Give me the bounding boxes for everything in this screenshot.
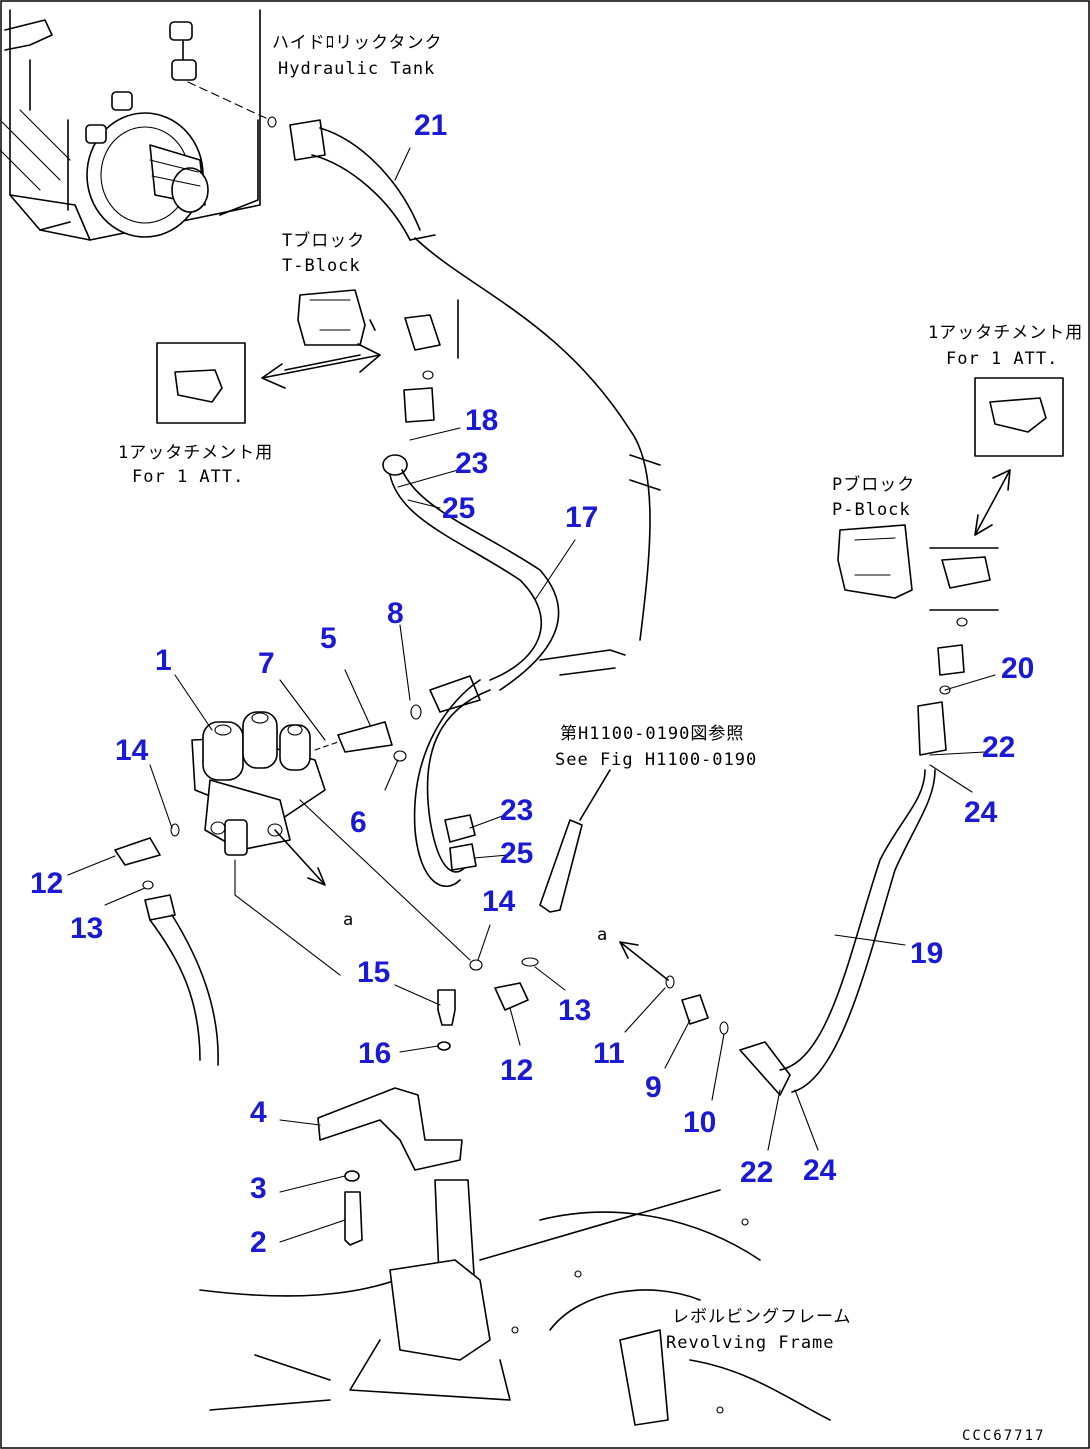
callout-13-mid: 13 — [558, 994, 591, 1027]
t-block-jp-label: Tブロック — [282, 230, 365, 251]
callout-9: 9 — [645, 1071, 662, 1104]
arrow-a-left — [274, 829, 326, 886]
callout-25-mid: 25 — [500, 837, 533, 870]
callout-22-right: 22 — [982, 731, 1015, 764]
right-att-jp-label: 1アッタチメント用 — [928, 323, 1083, 343]
callout-4: 4 — [250, 1096, 267, 1129]
oring-13 — [521, 957, 539, 967]
callout-21: 21 — [414, 109, 447, 142]
callout-20: 20 — [1001, 652, 1034, 685]
callout-2: 2 — [250, 1226, 267, 1259]
hydraulic-tank-en-label: Hydraulic Tank — [278, 59, 435, 79]
washer-3 — [344, 1170, 360, 1182]
see-fig-part — [539, 819, 583, 913]
oring-8 — [410, 704, 422, 720]
callout-23-top: 23 — [455, 447, 488, 480]
callout-6: 6 — [350, 806, 367, 839]
fitting-12 — [494, 982, 529, 1011]
p-block — [837, 524, 913, 599]
hose-17 — [382, 454, 626, 888]
hydraulic-tank — [0, 9, 277, 241]
t-block — [297, 289, 459, 423]
leader-14b — [299, 799, 471, 961]
callout-14-mid: 14 — [482, 885, 516, 918]
arrow-a-right-label: a — [597, 925, 608, 945]
callout-5: 5 — [320, 622, 337, 655]
arrow-a-right — [619, 941, 669, 981]
left-att-jp-label: 1アッタチメント用 — [118, 443, 273, 463]
callout-11: 11 — [593, 1037, 625, 1070]
right-att-fitting — [989, 397, 1047, 433]
callout-7: 7 — [258, 647, 275, 680]
callout-23-mid: 23 — [500, 794, 533, 827]
left-att-en-label: For 1 ATT. — [132, 467, 244, 487]
see-fig-en-label: See Fig H1100-0190 — [555, 750, 757, 770]
revolving-frame-jp-label: レボルビングフレーム — [672, 1307, 852, 1327]
callout-3: 3 — [250, 1172, 267, 1205]
double-arrow-left — [261, 343, 381, 389]
bracket-4 — [317, 1087, 463, 1171]
callout-16: 16 — [358, 1037, 391, 1070]
left-att-fitting — [174, 369, 223, 403]
bolt-2 — [344, 1191, 363, 1246]
arrow-a-left-label: a — [343, 910, 354, 930]
solenoid-valve — [191, 711, 326, 856]
callout-24-right: 24 — [964, 796, 998, 829]
callout-12-mid: 12 — [500, 1054, 533, 1087]
p-block-en-label: P-Block — [832, 500, 911, 520]
bolt-15 — [437, 989, 456, 1026]
see-fig-jp-label: 第H1100-0190図参照 — [560, 724, 744, 744]
right-att-en-label: For 1 ATT. — [946, 349, 1058, 369]
callout-10: 10 — [683, 1106, 716, 1139]
revolving-frame — [199, 1179, 831, 1426]
washer-16 — [437, 1041, 451, 1051]
callout-14-left: 14 — [115, 734, 149, 767]
leader-lines — [67, 147, 996, 1243]
oring-10 — [719, 1021, 729, 1035]
hydraulic-tank-jp-label: ハイドﾛリックタンク — [272, 33, 442, 53]
p-block-fitting — [941, 556, 991, 589]
p-block-jp-label: Pブロック — [832, 474, 915, 495]
fitting-5 — [337, 721, 393, 753]
see-fig-leader — [579, 769, 611, 821]
callout-12-left: 12 — [30, 867, 63, 900]
hose-21 — [289, 119, 661, 641]
oring-11 — [665, 975, 675, 989]
callout-13-left: 13 — [70, 912, 103, 945]
figure-code: CCC67717 — [962, 1428, 1045, 1444]
hose-left-lower — [114, 823, 219, 1066]
callout-1: 1 — [155, 644, 172, 677]
double-arrow-right — [974, 469, 1011, 536]
callout-24-bottom: 24 — [803, 1154, 837, 1187]
callout-19: 19 — [910, 937, 943, 970]
callout-18: 18 — [465, 404, 498, 437]
fitting-9 — [681, 994, 709, 1025]
oring-14 — [469, 959, 483, 971]
revolving-frame-en-label: Revolving Frame — [666, 1333, 835, 1353]
callout-15: 15 — [357, 956, 390, 989]
oring-6 — [393, 750, 407, 762]
hose-19 — [739, 617, 968, 1096]
t-block-en-label: T-Block — [282, 256, 361, 276]
callout-22-bottom: 22 — [740, 1156, 773, 1189]
callout-17: 17 — [565, 501, 598, 534]
callout-25-top: 25 — [442, 492, 475, 525]
callout-8: 8 — [387, 597, 404, 630]
